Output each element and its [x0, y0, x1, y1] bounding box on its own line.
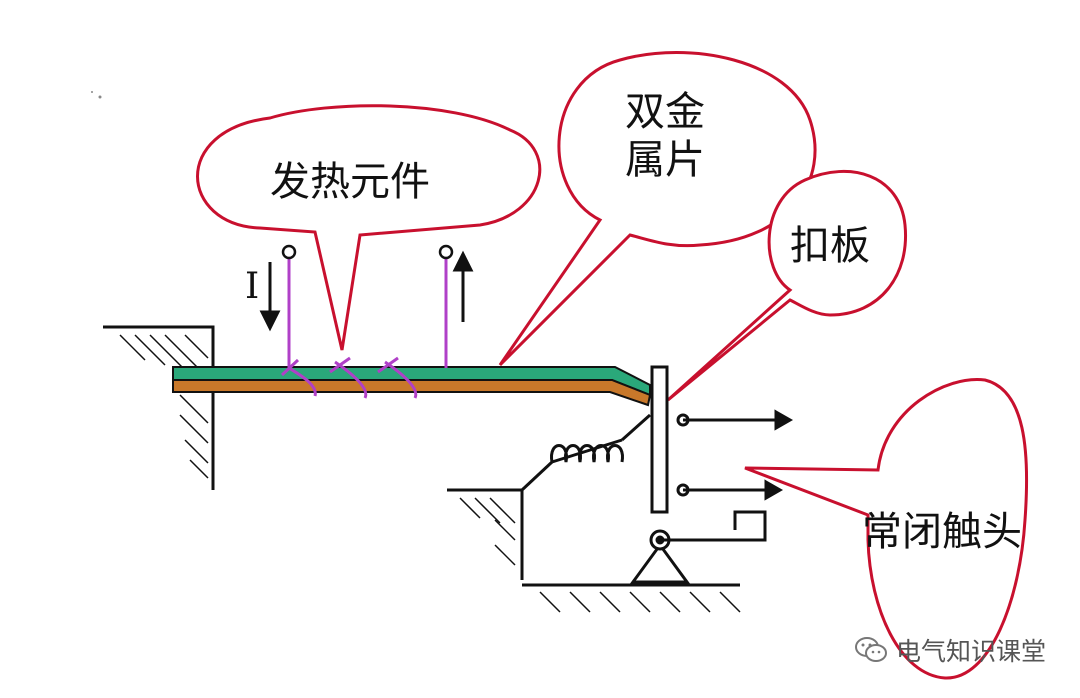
- bimetal-strip: [172, 366, 652, 407]
- current-label: I: [245, 266, 260, 307]
- terminals: [281, 244, 454, 260]
- bimetal-strip-label: 双金 属片: [625, 89, 705, 183]
- normally-closed-contact-assembly: [649, 409, 794, 551]
- left-wall-hatching: [119, 334, 209, 479]
- normally-closed-contact-label: 常闭触头: [862, 509, 1022, 555]
- heating-element: [280, 258, 448, 399]
- wechat-icon: [854, 637, 887, 662]
- watermark: 电气知识课堂: [854, 632, 1046, 668]
- buckle-plate-label: 扣板: [790, 223, 870, 269]
- watermark-text: 电气知识课堂: [895, 637, 1046, 666]
- callout-bimetal-strip: [498, 51, 817, 367]
- current-arrows: [259, 250, 474, 332]
- buckle-plate: [650, 365, 669, 514]
- spring: [520, 413, 651, 492]
- base-frame: [447, 488, 740, 587]
- callout-buckle-plate: [666, 169, 908, 402]
- base-hatching: [459, 497, 741, 613]
- callout-normally-closed-contact: [744, 378, 1029, 680]
- speckle: [91, 91, 102, 99]
- heating-element-label: 发热元件: [270, 159, 430, 205]
- callout-heating-element: [196, 104, 542, 351]
- left-wall: [103, 325, 215, 490]
